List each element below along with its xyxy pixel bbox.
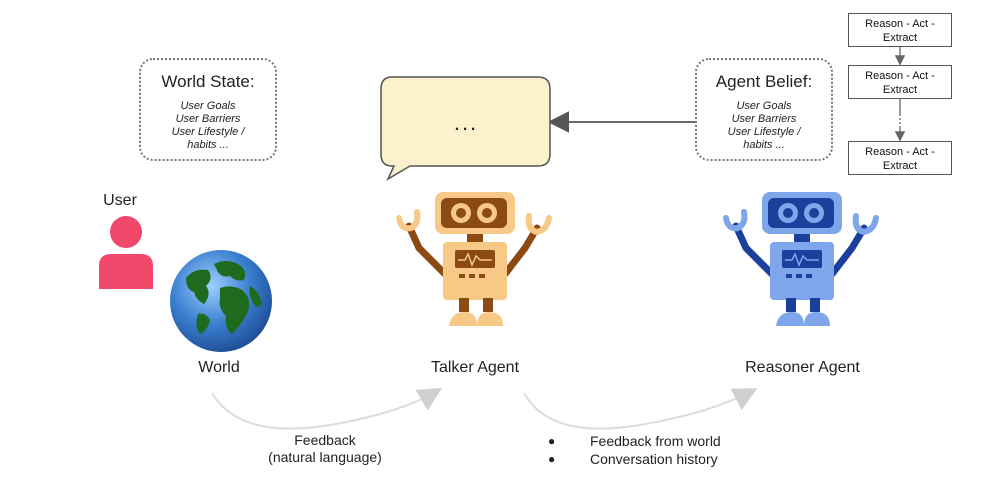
reasoning-step-3: Reason - Act - Extract [848,141,952,175]
world-state-item: habits ... [187,139,229,151]
bullet-icon: ● [548,434,556,448]
reasoning-step-1: Reason - Act - Extract [848,13,952,47]
feedback-left-line: Feedback [294,432,356,448]
feedback-left-caption: Feedback (natural language) [250,432,400,466]
talker-robot-icon [396,192,552,326]
feedback-right-item: ● Conversation history [548,450,721,468]
speech-bubble-text: ... [453,110,479,135]
user-label: User [103,192,137,209]
reasoning-step-line: Reason - Act - [865,146,935,158]
user-icon [99,216,153,289]
talker-label: Talker Agent [430,359,520,376]
globe-icon [170,250,272,352]
agent-belief-items: User Goals User Barriers User Lifestyle … [697,100,831,152]
feedback-right-list: ● Feedback from world ● Conversation his… [548,432,721,468]
world-state-items: User Goals User Barriers User Lifestyle … [141,100,275,152]
world-state-box: World State: User Goals User Barriers Us… [139,58,277,161]
speech-bubble-icon [380,76,551,181]
reasoning-step-line: Reason - Act - [865,18,935,30]
world-to-talker-arrow [211,387,443,430]
reasoning-step-line: Extract [882,84,918,96]
agent-belief-item: habits ... [743,139,785,151]
reasoning-step-line: Reason - Act - [865,70,935,82]
talker-to-reasoner-arrow [523,388,758,430]
agent-belief-box: Agent Belief: User Goals User Barriers U… [695,58,833,161]
agent-belief-item: User Lifestyle / [727,126,801,138]
world-state-item: User Barriers [175,113,241,125]
world-label: World [198,359,240,376]
feedback-right-item: ● Feedback from world [548,432,721,450]
feedback-right-text: Feedback from world [590,433,721,449]
world-state-title: World State: [161,72,255,91]
reasoning-step-line: Extract [882,32,918,44]
feedback-left-line: (natural language) [268,449,382,465]
reasoning-step-2: Reason - Act - Extract [848,65,952,99]
agent-belief-item: User Goals [736,100,792,112]
world-state-item: User Goals [180,100,236,112]
feedback-right-text: Conversation history [590,451,718,467]
world-state-item: User Lifestyle / [171,126,245,138]
reasoner-label: Reasoner Agent [745,359,860,376]
bullet-icon: ● [548,452,556,466]
reasoner-robot-icon [723,192,879,326]
agent-belief-title: Agent Belief: [715,72,813,91]
reasoning-step-line: Extract [882,160,918,172]
agent-belief-item: User Barriers [731,113,797,125]
